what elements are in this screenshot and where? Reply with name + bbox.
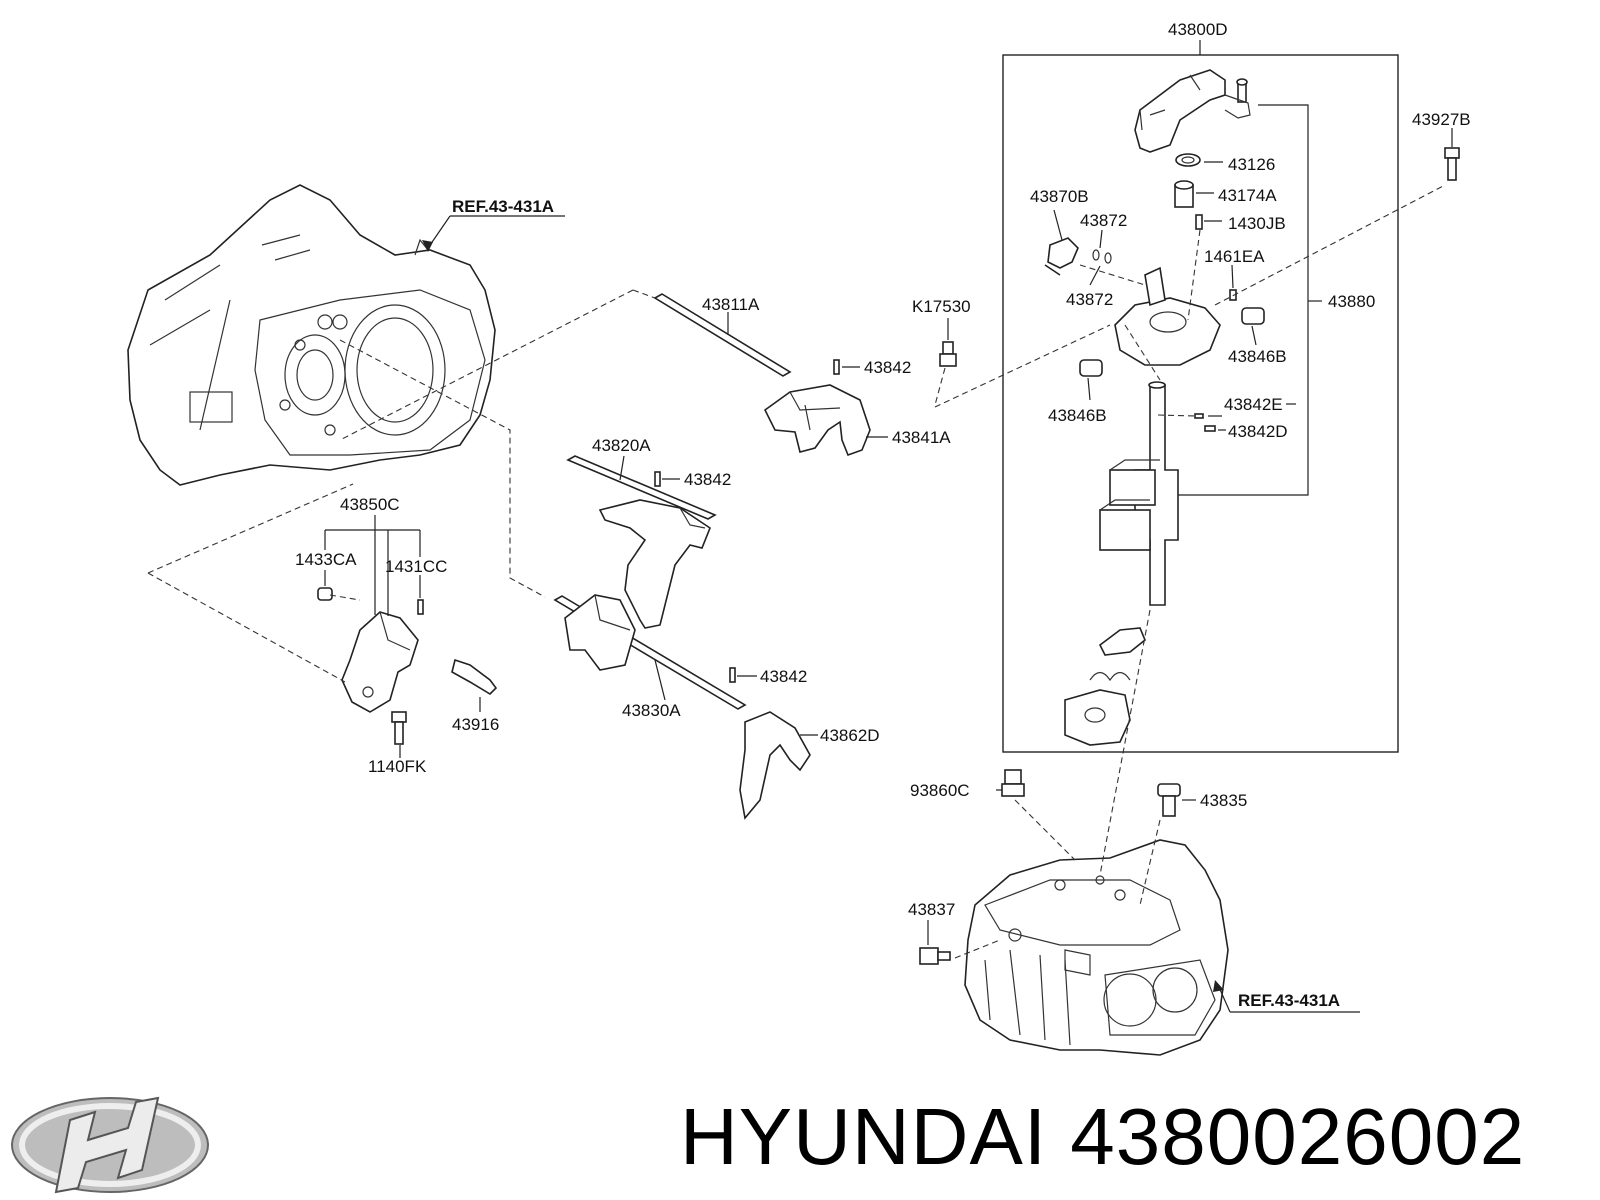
label-43850C: 43850C (340, 495, 400, 514)
label-43174A: 43174A (1218, 186, 1277, 205)
label-43880: 43880 (1328, 292, 1375, 311)
label-1461EA: 1461EA (1204, 247, 1265, 266)
plug-43837 (919, 947, 951, 965)
label-43862D: 43862D (820, 726, 880, 745)
label-1140FK: 1140FK (368, 757, 427, 776)
switch-93860C (1001, 769, 1025, 797)
label-43842-b: 43842 (684, 470, 731, 489)
label-43842D: 43842D (1228, 422, 1288, 441)
label-93860C: 93860C (910, 781, 970, 800)
fork-43820A (598, 499, 711, 629)
label-43916: 43916 (452, 715, 499, 734)
bolt-43916 (451, 658, 498, 696)
transmission-case-bottom (964, 839, 1229, 1056)
detent-parts-lower (1064, 627, 1146, 746)
spring-cap-43846B-right (1241, 307, 1265, 325)
label-43841A: 43841A (892, 428, 951, 447)
bracket-43850C (341, 611, 419, 713)
label-43842-c: 43842 (760, 667, 807, 686)
label-43820A: 43820A (592, 436, 651, 455)
label-43830A: 43830A (622, 701, 681, 720)
label-43842-a: 43842 (864, 358, 911, 377)
rod-43811A (653, 293, 792, 377)
collar-43174A (1174, 180, 1194, 208)
ref-label-bottom: REF.43-431A (1238, 991, 1340, 1010)
label-43872-bottom: 43872 (1066, 290, 1113, 309)
label-43835: 43835 (1200, 791, 1247, 810)
bolt-43927B (1444, 147, 1460, 181)
fork-43862D (739, 711, 811, 820)
cap-1433CA (317, 587, 333, 601)
bracket-43870B (1044, 237, 1079, 276)
shift-shaft (1099, 381, 1179, 606)
fork-43841A (763, 359, 871, 457)
spring-cap-43846B-left (1079, 359, 1103, 377)
label-1433CA: 1433CA (295, 550, 357, 569)
label-1430JB: 1430JB (1228, 214, 1286, 233)
label-43842E: 43842E (1224, 395, 1283, 414)
sensor-K17530 (939, 341, 957, 367)
label-K17530: K17530 (912, 297, 971, 316)
pin-1430JB (1195, 214, 1203, 230)
pin-1431CC (417, 599, 424, 615)
label-43126: 43126 (1228, 155, 1275, 174)
part-caption: HYUNDAI 4380026002 (680, 1092, 1526, 1181)
bushing-43126 (1175, 153, 1201, 167)
ref-label-top: REF.43-431A (452, 197, 554, 216)
clip-43872 (1092, 249, 1112, 264)
plug-43835 (1157, 783, 1181, 817)
rod-43820A (566, 455, 717, 520)
label-43870B: 43870B (1030, 187, 1089, 206)
label-43811A: 43811A (702, 295, 760, 314)
rod-43830A (553, 594, 747, 710)
pins-43842E-43842D (1194, 413, 1216, 432)
cover-plate (1114, 266, 1221, 366)
hyundai-logo (11, 1096, 209, 1194)
shift-lever-43800D (1134, 69, 1251, 153)
label-43846B-right: 43846B (1228, 347, 1287, 366)
label-43800D: 43800D (1168, 20, 1228, 39)
label-43846B-left: 43846B (1048, 406, 1107, 425)
bolt-1140FK (391, 711, 407, 745)
label-43927B: 43927B (1412, 110, 1471, 129)
label-43837: 43837 (908, 900, 955, 919)
label-43872-top: 43872 (1080, 211, 1127, 230)
label-1431CC: 1431CC (385, 557, 447, 576)
